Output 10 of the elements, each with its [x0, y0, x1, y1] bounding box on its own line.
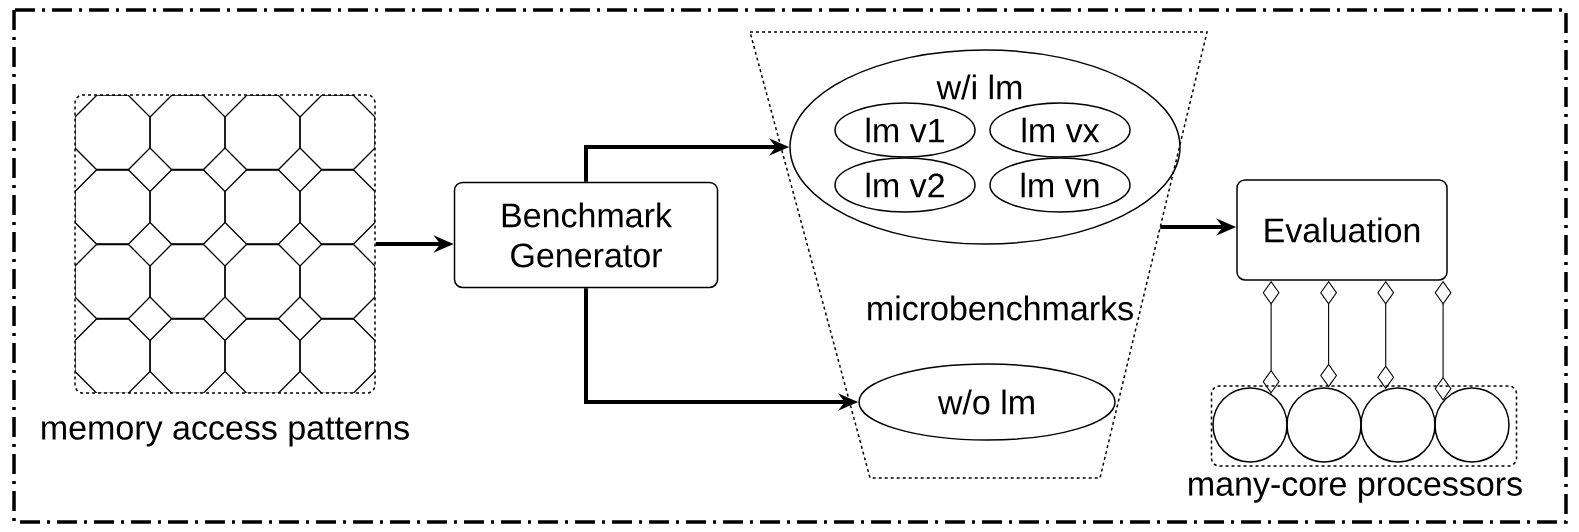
processor-circle	[1360, 387, 1436, 463]
process-box: Benchmark Generator	[453, 181, 719, 289]
node-label: many-core processors	[1189, 477, 1522, 503]
node-label: memory access patterns	[42, 417, 409, 447]
processor-circle	[1434, 387, 1510, 463]
node-label: microbenchmarks	[868, 295, 1133, 321]
process-box: Evaluation	[1236, 179, 1448, 281]
processor-circle	[1286, 387, 1362, 463]
processor-circle	[1212, 387, 1288, 463]
node-label: w/i lm	[936, 74, 1022, 100]
